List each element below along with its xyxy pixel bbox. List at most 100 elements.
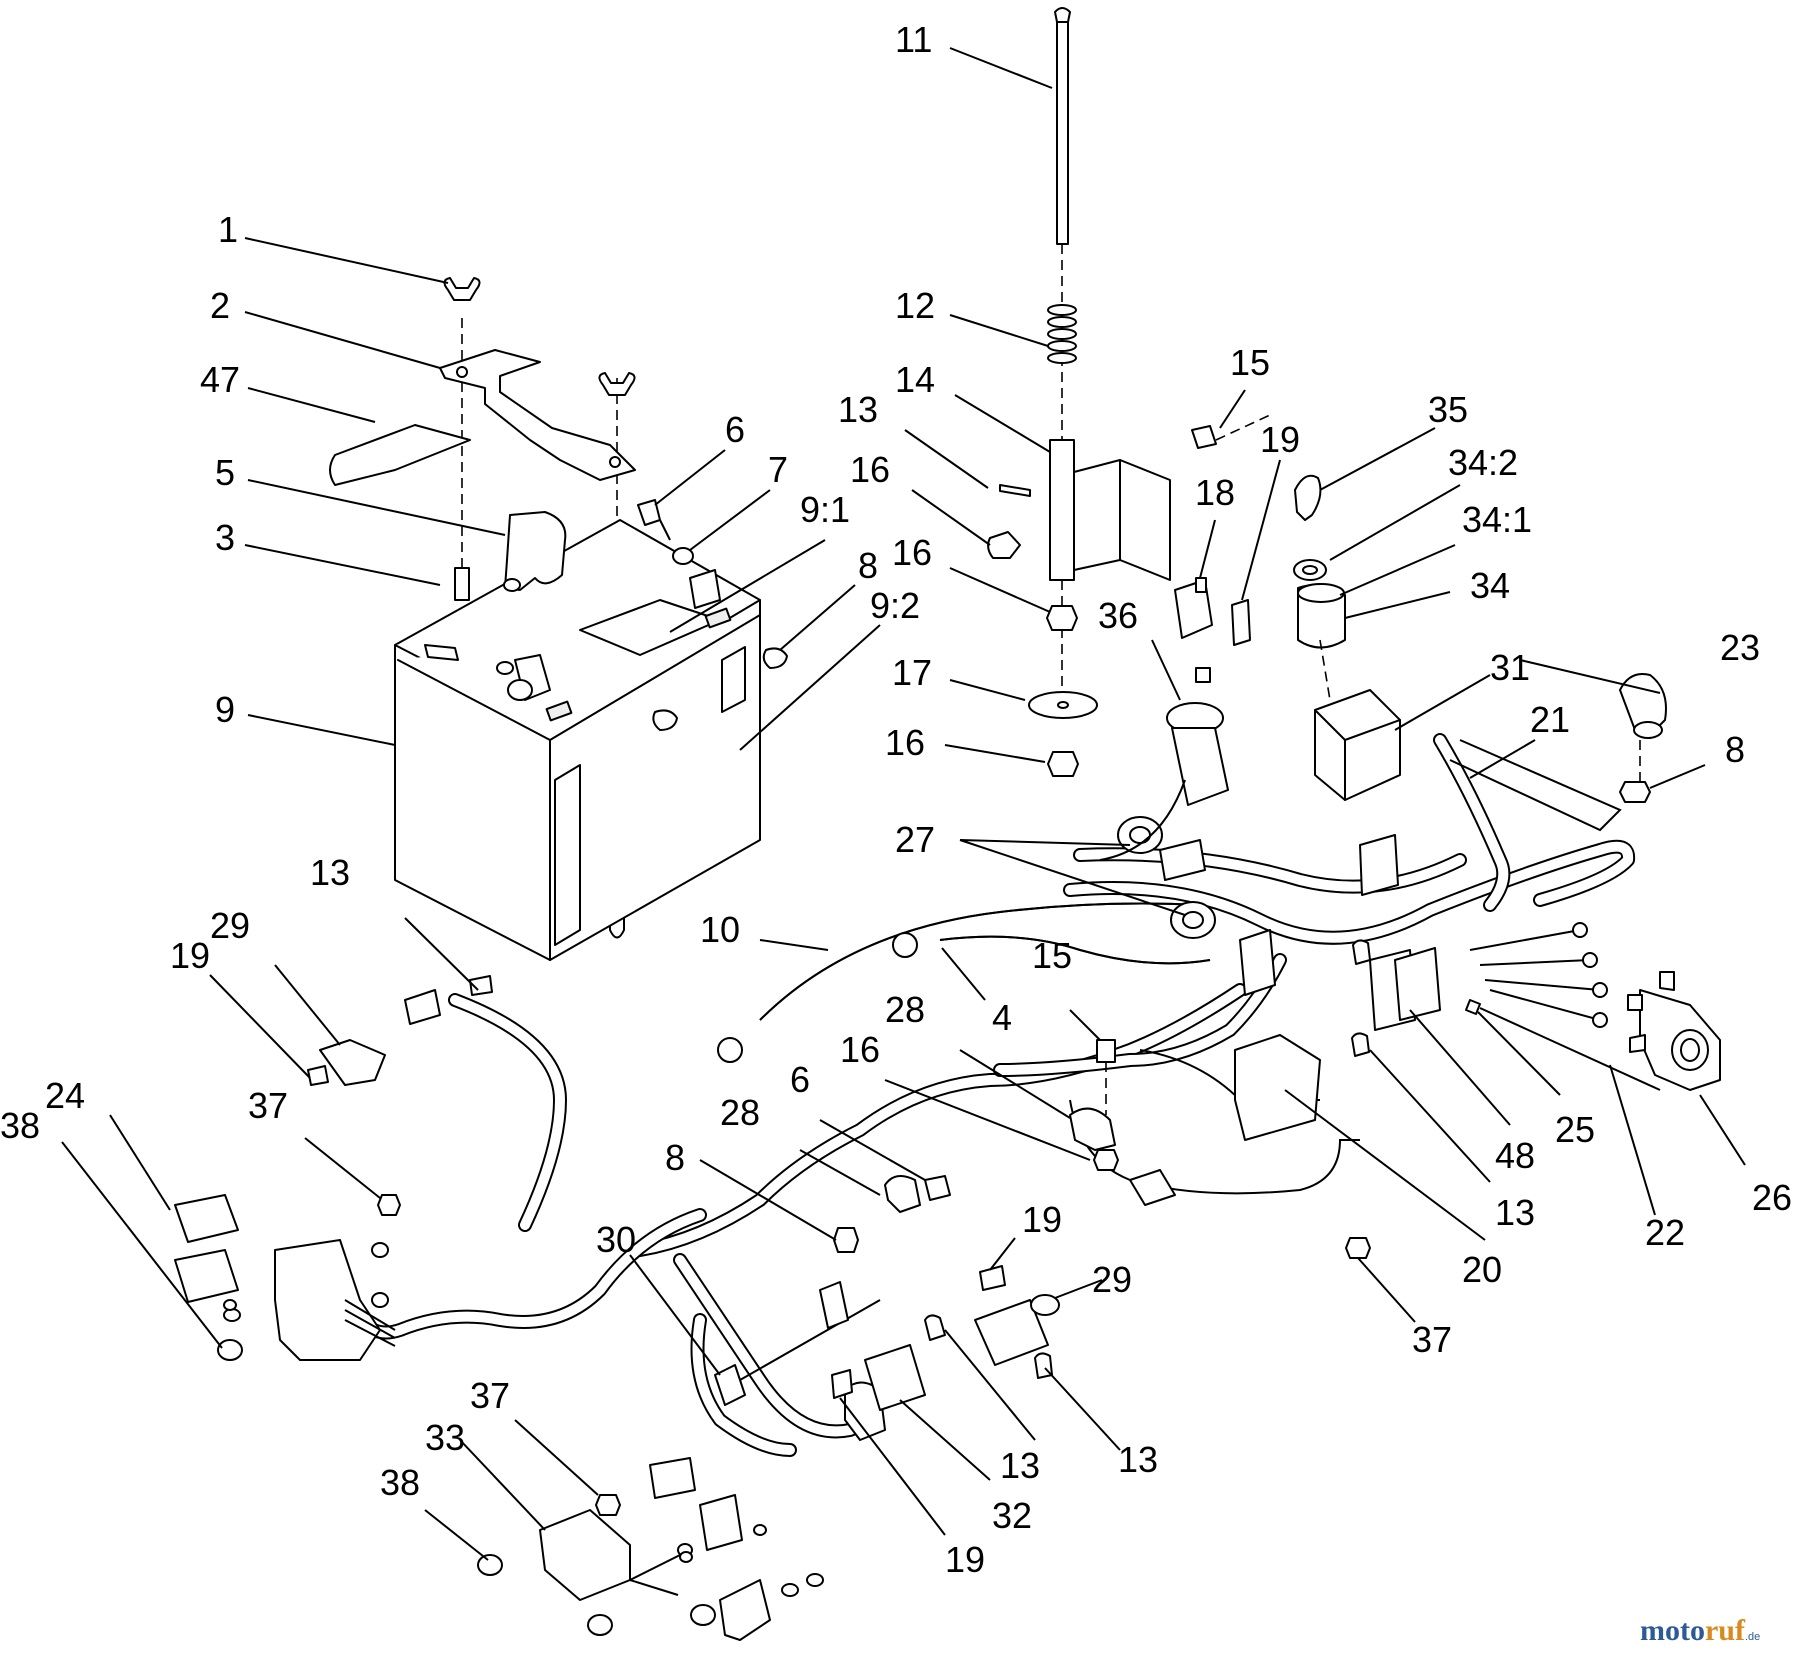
watermark-suffix: .de <box>1745 1631 1760 1643</box>
callout-9: 9 <box>215 689 235 730</box>
watermark-logo: motoruf.de <box>1640 1614 1760 1647</box>
callout-32: 32 <box>992 1495 1032 1536</box>
callout-33: 33 <box>425 1417 465 1458</box>
callout-27: 27 <box>895 819 935 860</box>
callout-6-battery: 6 <box>725 409 745 450</box>
wing-nut <box>443 277 481 301</box>
callout-16-upper: 16 <box>850 449 890 490</box>
harness-clamp <box>884 1175 921 1213</box>
callout-38-front: 38 <box>380 1462 420 1503</box>
battery-group <box>329 277 788 961</box>
long-bolt <box>1054 7 1071 23</box>
callout-3: 3 <box>215 517 235 558</box>
nut <box>1046 605 1078 631</box>
callout-37-left: 37 <box>248 1085 288 1126</box>
callout-15-upper: 15 <box>1230 342 1270 383</box>
callout-48: 48 <box>1495 1135 1535 1176</box>
insulation-pad <box>329 424 471 486</box>
relay-socket <box>274 1239 381 1361</box>
callout-28-lower: 28 <box>720 1092 760 1133</box>
fuse-block <box>1234 1034 1321 1141</box>
switch-bracket <box>1073 459 1171 581</box>
callout-5: 5 <box>215 452 235 493</box>
callout-13-right: 13 <box>1495 1192 1535 1233</box>
callout-38-left: 38 <box>0 1105 40 1146</box>
connector-plug <box>649 1457 696 1499</box>
harness-clamp <box>1069 1107 1116 1151</box>
callout-30: 30 <box>596 1219 636 1260</box>
callout-16-middle: 16 <box>892 532 932 573</box>
seat-switch <box>974 1299 1049 1366</box>
relay <box>174 1194 239 1243</box>
callout-labels: 1 2 47 5 3 9 6 7 9:1 8 9:2 11 12 14 13 1… <box>0 19 1792 1580</box>
callout-47: 47 <box>200 359 240 400</box>
watermark-part1: moto <box>1640 1614 1705 1647</box>
connector-plug <box>1129 1169 1176 1206</box>
watermark-part2: ruf <box>1705 1614 1746 1647</box>
starter-solenoid <box>1627 971 1721 1091</box>
callout-29-left: 29 <box>210 905 250 946</box>
leader-lines <box>61 47 1746 1561</box>
callout-34-2: 34:2 <box>1448 442 1518 483</box>
callout-6-harness: 6 <box>790 1059 810 1100</box>
module-cover <box>539 1509 631 1601</box>
ignition-key <box>1294 474 1322 521</box>
callout-13-left: 13 <box>310 852 350 893</box>
callout-37-front: 37 <box>470 1375 510 1416</box>
terminal-cover <box>504 511 567 591</box>
washer <box>672 547 694 565</box>
callout-8-harness: 8 <box>665 1137 685 1178</box>
callout-20: 20 <box>1462 1249 1502 1290</box>
callout-24: 24 <box>45 1075 85 1116</box>
callout-14: 14 <box>895 359 935 400</box>
callout-29-right: 29 <box>1092 1259 1132 1300</box>
wing-nut <box>598 372 636 396</box>
relay <box>174 1249 239 1303</box>
callout-37-right: 37 <box>1412 1319 1452 1360</box>
callout-18: 18 <box>1195 472 1235 513</box>
callout-10: 10 <box>700 909 740 950</box>
interlock-switch <box>864 1344 926 1411</box>
callout-11: 11 <box>895 19 932 60</box>
callout-22: 22 <box>1645 1212 1685 1253</box>
callout-31: 31 <box>1490 647 1530 688</box>
callout-35: 35 <box>1428 389 1468 430</box>
callout-17: 17 <box>892 652 932 693</box>
callout-9-1: 9:1 <box>800 489 850 530</box>
callout-13-upper: 13 <box>838 389 878 430</box>
callout-21: 21 <box>1530 699 1570 740</box>
rivet <box>217 1299 243 1361</box>
callout-19-front: 19 <box>945 1539 985 1580</box>
callout-13-front-b: 13 <box>1118 1439 1158 1480</box>
wire-harness <box>174 667 1661 1641</box>
connector-plug <box>319 1039 386 1086</box>
callout-12: 12 <box>895 285 935 326</box>
callout-19-upper: 19 <box>1260 419 1300 460</box>
callout-2: 2 <box>210 285 230 326</box>
seat-switch-group <box>987 7 1271 777</box>
callout-23: 23 <box>1720 627 1760 668</box>
callout-16-harness: 16 <box>840 1029 880 1070</box>
terminal-bracket <box>689 569 721 609</box>
callout-34: 34 <box>1470 565 1510 606</box>
long-bolt-shaft <box>1056 21 1069 245</box>
callout-9-2: 9:2 <box>870 585 920 626</box>
callout-8-battery: 8 <box>858 545 878 586</box>
callout-8-boot: 8 <box>1725 729 1745 770</box>
hold-down-bracket <box>439 349 636 481</box>
callout-7: 7 <box>768 449 788 490</box>
callout-4: 4 <box>992 997 1012 1038</box>
callout-15-lower: 15 <box>1032 935 1072 976</box>
key-switch-group <box>1293 474 1667 803</box>
callout-25: 25 <box>1555 1109 1595 1150</box>
callout-16-lower: 16 <box>885 722 925 763</box>
callout-19-left: 19 <box>170 935 210 976</box>
callout-19-right: 19 <box>1022 1199 1062 1240</box>
callout-13-front-a: 13 <box>1000 1445 1040 1486</box>
svg-text:motoruf.de: motoruf.de <box>1640 1614 1760 1647</box>
control-module <box>1314 689 1401 801</box>
nut <box>762 647 788 669</box>
callout-34-1: 34:1 <box>1462 499 1532 540</box>
terminal-boot <box>1619 673 1667 736</box>
